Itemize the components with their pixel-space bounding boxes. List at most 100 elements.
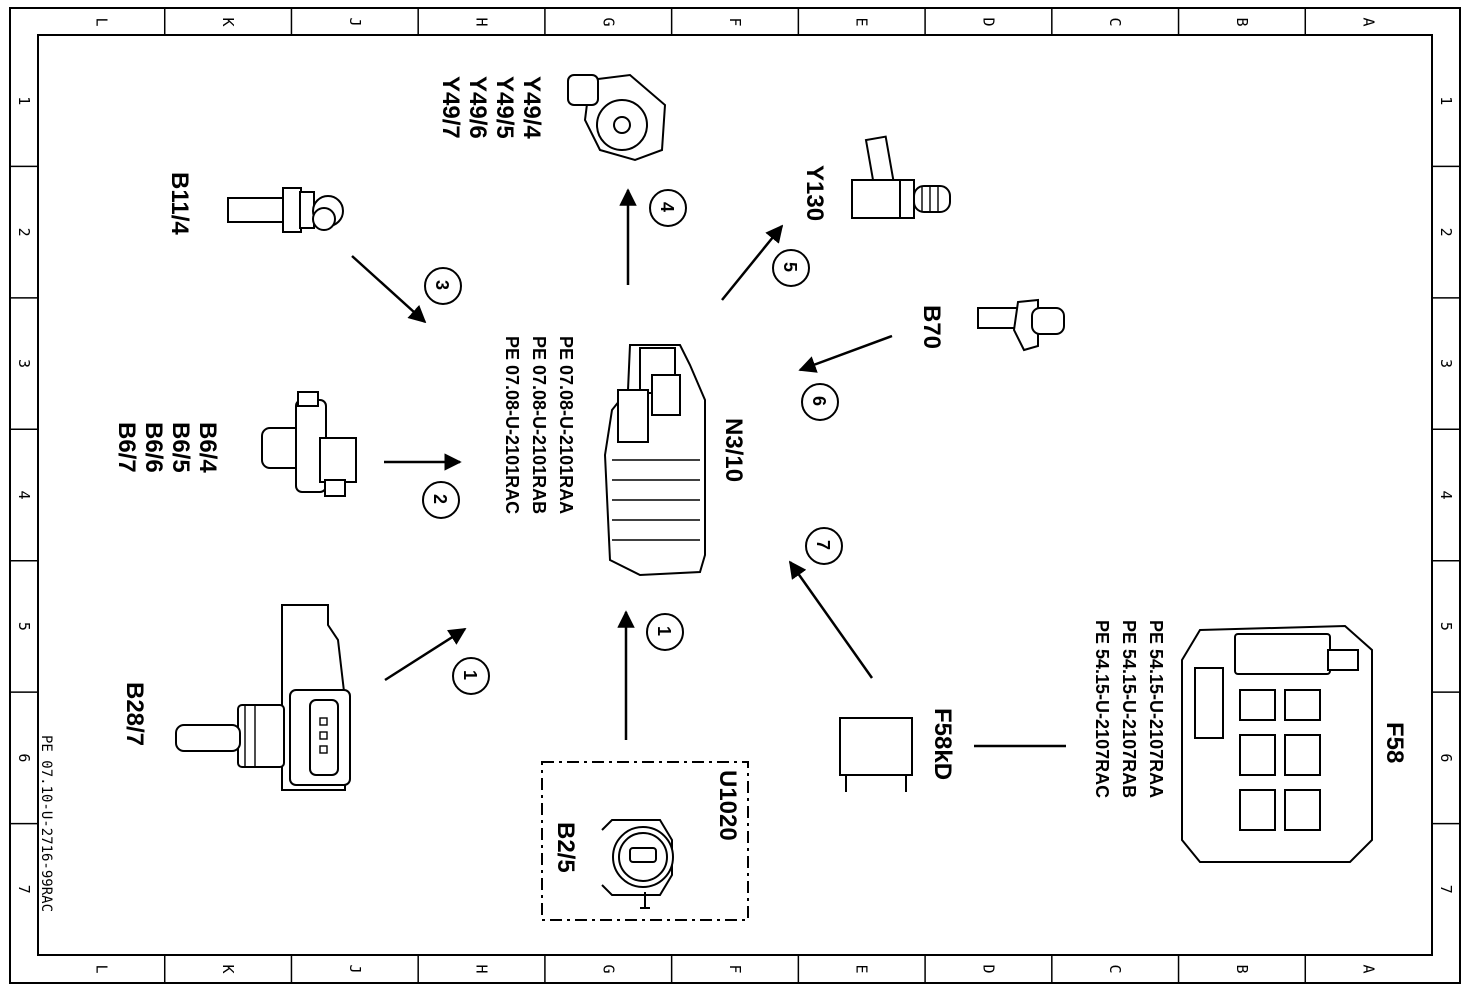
frame-row-label-left: 5 [15, 622, 33, 631]
f58kd-label: F58kD [929, 708, 956, 780]
step-1a: 1 [452, 657, 490, 695]
arrow-from-b11 [351, 255, 427, 324]
b6-label-4: B6/7 [113, 422, 140, 473]
frame-col-label-bottom: J [346, 964, 364, 973]
b2-5-label: B2/5 [552, 822, 579, 873]
step-4-num: 4 [657, 202, 677, 212]
frame-row-label-right: 6 [1437, 753, 1455, 762]
f58-ref-list: PE 54.15-U-2107RAA PE 54.15-U-2107RAB PE… [1092, 620, 1166, 798]
doc-ref: PE 07.10-U-2716-99RAC [38, 735, 54, 912]
b28-7-sensor [175, 604, 351, 791]
step-6: 6 [801, 383, 839, 421]
b6-label-3: B6/6 [140, 422, 167, 473]
step-markers: 1 1 2 3 4 5 6 7 [422, 189, 843, 695]
frame-col-label-bottom: H [473, 964, 491, 973]
arrow-from-b28 [384, 627, 467, 682]
f58-ref-1: PE 54.15-U-2107RAA [1146, 620, 1166, 798]
y49-label-2: Y49/5 [491, 76, 518, 139]
frame-col-label-top: C [1106, 17, 1124, 26]
frame-col-label-top: B [1233, 17, 1251, 26]
y130-label: Y130 [801, 165, 828, 221]
frame-col-label-top: L [92, 17, 110, 26]
b11-4-sensor [227, 187, 344, 233]
frame-row-label-right: 7 [1437, 885, 1455, 894]
frame-col-label-bottom: K [219, 964, 237, 973]
f58-ref-3: PE 54.15-U-2107RAC [1092, 620, 1112, 798]
frame-row-label-right: 4 [1437, 490, 1455, 499]
y49-label-4: Y49/7 [437, 76, 464, 139]
frame-col-label-bottom: B [1233, 964, 1251, 973]
step-3: 3 [424, 267, 462, 305]
frame-col-label-top: G [599, 17, 617, 26]
step-7: 7 [805, 527, 843, 565]
frame-col-label-top: K [219, 17, 237, 26]
step-5: 5 [772, 249, 810, 287]
frame-row-label-left: 1 [15, 96, 33, 105]
frame-row-label-left: 3 [15, 359, 33, 368]
frame-row-markers: 1 1 2 2 3 3 4 4 5 5 6 6 7 7 [10, 96, 1460, 894]
frame-row-label-right: 3 [1437, 359, 1455, 368]
u1020-label: U1020 [714, 770, 741, 841]
b6-labels: B6/4 B6/5 B6/6 B6/7 [113, 422, 221, 473]
y49-label-1: Y49/4 [518, 76, 545, 139]
arrow-to-y130 [721, 224, 784, 301]
frame-col-label-top: E [853, 17, 871, 26]
frame-col-label-top: A [1360, 17, 1378, 26]
step-5-num: 5 [780, 262, 800, 272]
b6-label-1: B6/4 [194, 422, 221, 473]
step-6-num: 6 [809, 396, 829, 406]
f58-fusebox [1181, 624, 1373, 863]
b70-label: B70 [918, 305, 945, 349]
f58-label: F58 [1381, 722, 1408, 763]
frame-row-label-right: 5 [1437, 622, 1455, 631]
frame-row-label-left: 7 [15, 885, 33, 894]
n3-10-ref-2: PE 07.08-U-2101RAB [529, 336, 549, 514]
frame-row-label-right: 1 [1437, 96, 1455, 105]
y49-solenoid [567, 73, 667, 162]
f58-ref-2: PE 54.15-U-2107RAB [1119, 620, 1139, 798]
b2-5-sensor [601, 819, 674, 909]
b6-sensor [261, 391, 357, 497]
frame-col-label-top: H [473, 17, 491, 26]
frame-col-label-bottom: E [853, 964, 871, 973]
frame-row-label-right: 2 [1437, 228, 1455, 237]
n3-10-ref-3: PE 07.08-U-2101RAC [502, 336, 522, 514]
frame-col-label-top: F [726, 17, 744, 26]
b6-label-2: B6/5 [167, 422, 194, 473]
step-2: 2 [422, 481, 460, 519]
step-1b-num: 1 [654, 626, 674, 636]
frame-col-label-bottom: F [726, 964, 744, 973]
signal-arrows [351, 188, 893, 740]
u1020-group-box [541, 761, 749, 921]
arrow-from-b70 [798, 334, 893, 373]
arrow-from-f58kd [788, 560, 874, 679]
n3-10-module [603, 344, 706, 577]
step-1b: 1 [646, 613, 684, 651]
frame-col-label-bottom: G [599, 964, 617, 973]
frame-col-label-bottom: C [1106, 964, 1124, 973]
f58kd-relay [839, 717, 913, 792]
frame-col-label-bottom: A [1360, 964, 1378, 973]
frame-row-label-left: 4 [15, 490, 33, 499]
y49-labels: Y49/4 Y49/5 Y49/6 Y49/7 [437, 76, 545, 139]
b70-sensor [977, 298, 1065, 352]
frame-column-markers: L L K K J J H H G G F F E E D D C C B B A A [92, 8, 1378, 983]
step-7-num: 7 [813, 540, 833, 550]
frame-row-label-left: 2 [15, 228, 33, 237]
step-1a-num: 1 [460, 670, 480, 680]
frame-col-label-bottom: L [92, 964, 110, 973]
n3-10-label: N3/10 [720, 418, 747, 482]
b11-4-label: B11/4 [166, 172, 193, 235]
step-2-num: 2 [430, 494, 450, 504]
step-3-num: 3 [432, 280, 452, 290]
n3-10-ref-list: PE 07.08-U-2101RAA PE 07.08-U-2101RAB PE… [502, 336, 576, 514]
drawing-frame [9, 7, 1461, 984]
b28-7-label: B28/7 [121, 682, 148, 746]
frame-col-label-top: J [346, 17, 364, 26]
frame-col-label-top: D [979, 17, 997, 26]
frame-row-label-left: 6 [15, 753, 33, 762]
frame-col-label-bottom: D [979, 964, 997, 973]
y49-label-3: Y49/6 [464, 76, 491, 139]
y130-valve [851, 135, 951, 219]
